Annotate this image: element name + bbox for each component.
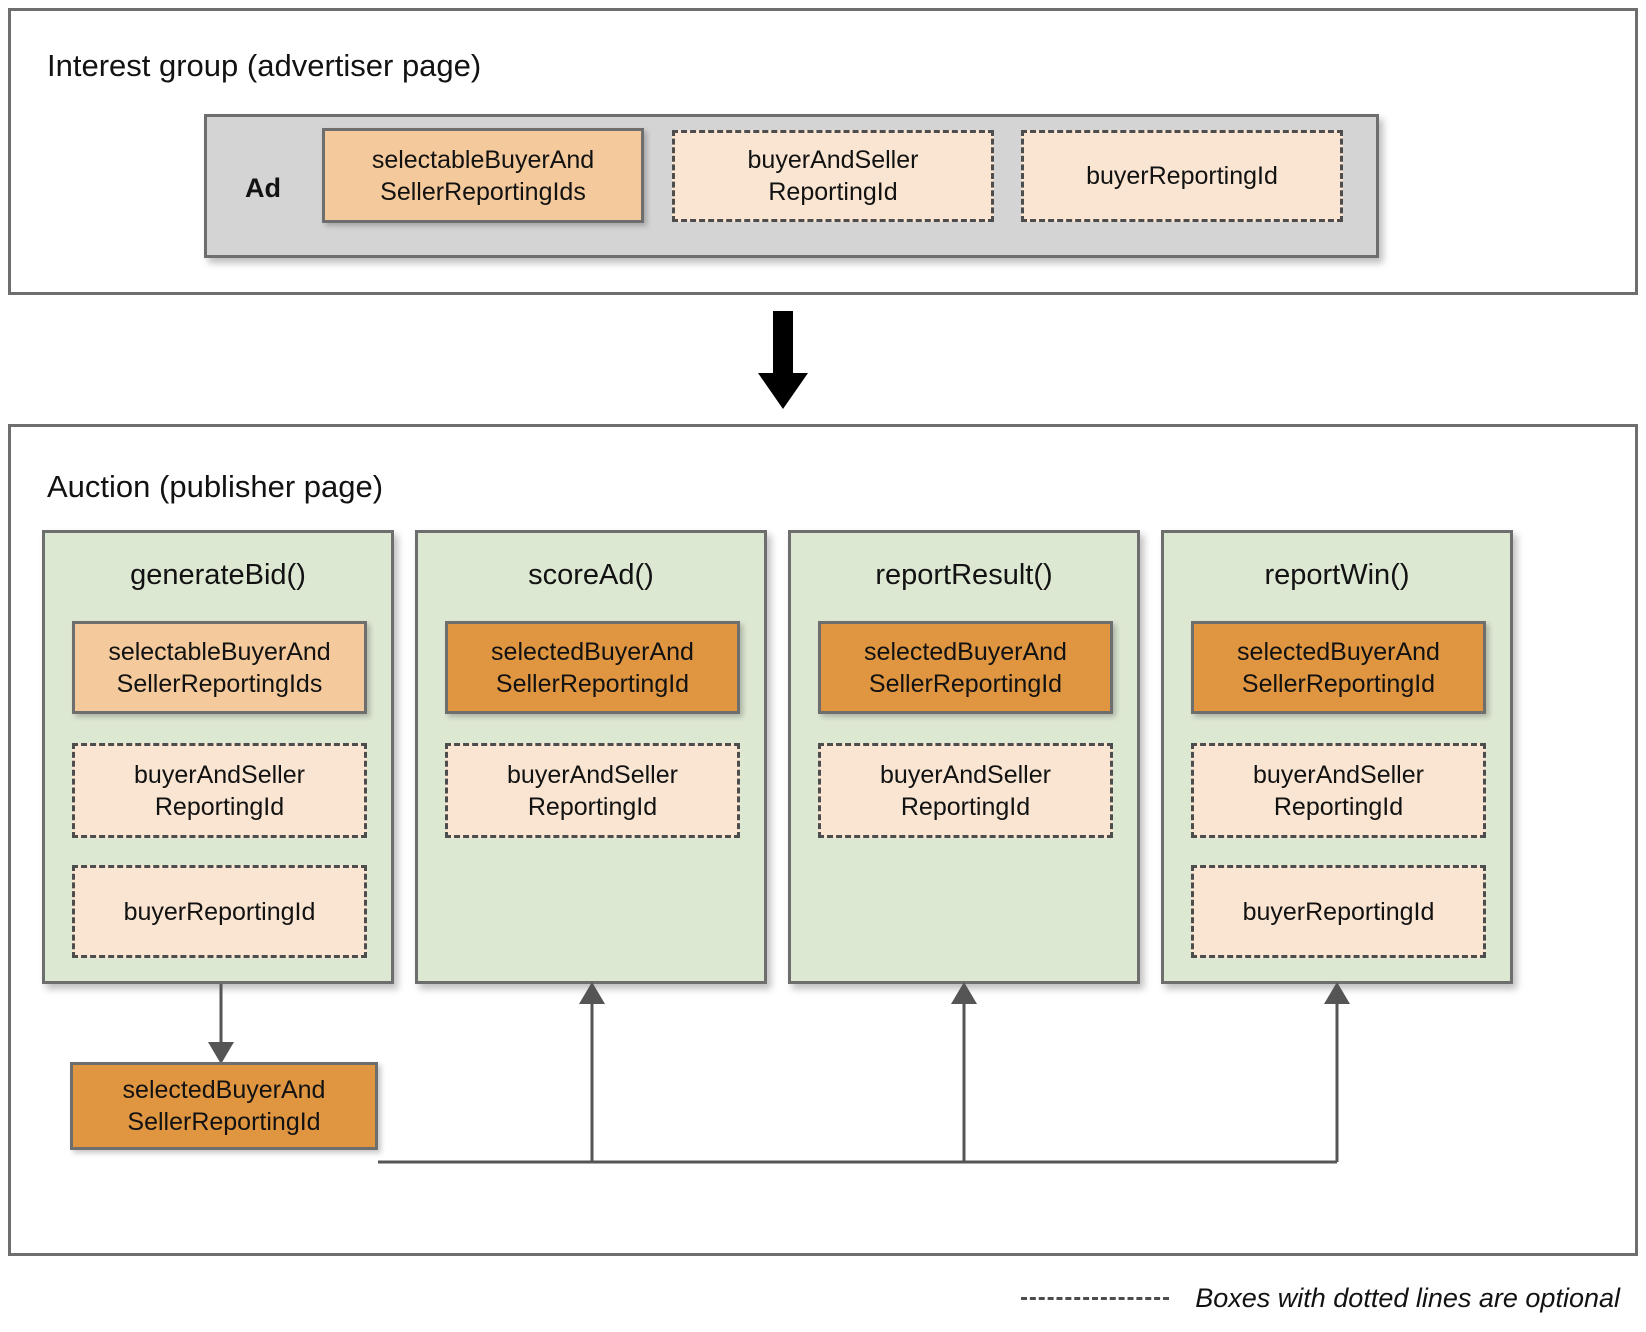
- legend-text: Boxes with dotted lines are optional: [1195, 1282, 1620, 1313]
- function-title-score-ad: scoreAd(): [528, 559, 654, 591]
- legend: Boxes with dotted lines are optional: [880, 1278, 1620, 1318]
- generatebid-box-buyer-reporting-id: buyerReportingId: [72, 865, 367, 958]
- ad-label: Ad: [245, 173, 281, 203]
- down-arrow-icon: [758, 311, 808, 409]
- function-title-report-result: reportResult(): [875, 559, 1053, 591]
- dashed-line-swatch: [1021, 1296, 1170, 1300]
- reportwin-box-buyer-reporting-id: buyerReportingId: [1191, 865, 1486, 958]
- function-title-report-win: reportWin(): [1264, 559, 1410, 591]
- interest-group-panel: Interest group (advertiser page) Ad sele…: [8, 8, 1638, 295]
- auction-title: Auction (publisher page): [47, 469, 384, 504]
- ig-box-buyer-reporting-id: buyerReportingId: [1021, 130, 1343, 222]
- function-title-generate-bid: generateBid(): [130, 559, 306, 591]
- interest-group-title: Interest group (advertiser page): [47, 48, 482, 83]
